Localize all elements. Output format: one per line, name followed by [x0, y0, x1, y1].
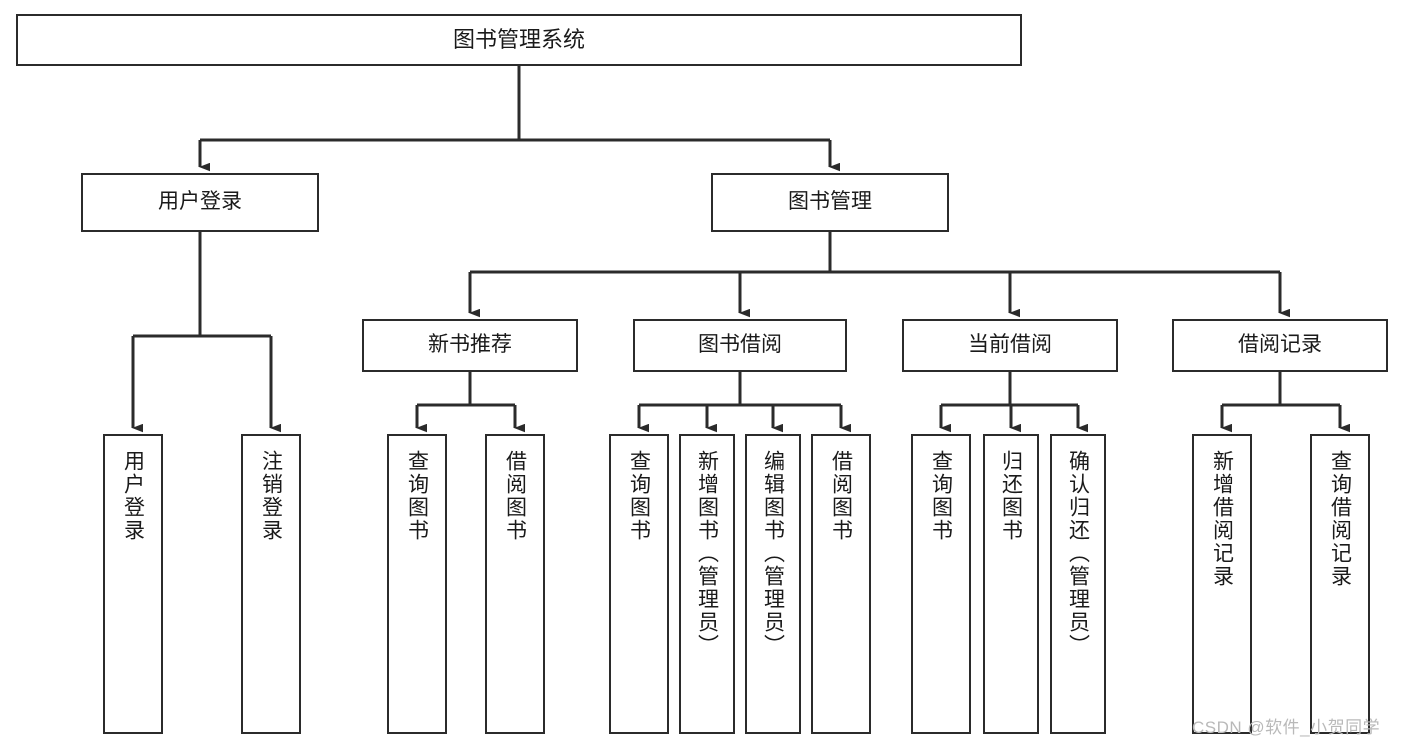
node-leaf-add-record[interactable]: 新增借阅记录 — [1192, 434, 1252, 734]
node-user-login[interactable]: 用户登录 — [81, 173, 319, 232]
node-borrow-record-label: 借阅记录 — [1238, 333, 1322, 357]
node-leaf-query-book-bb[interactable]: 查询图书 — [609, 434, 669, 734]
node-new-book-rec[interactable]: 新书推荐 — [362, 319, 578, 372]
node-root-label: 图书管理系统 — [452, 27, 585, 53]
node-user-login-label: 用户登录 — [158, 190, 242, 214]
node-leaf-add-record-label: 新增借阅记录 — [1210, 450, 1234, 588]
node-leaf-return-book-label: 归还图书 — [999, 450, 1023, 542]
node-leaf-query-book-rec-label: 查询图书 — [405, 450, 429, 542]
node-new-book-rec-label: 新书推荐 — [428, 333, 512, 357]
node-borrow-record[interactable]: 借阅记录 — [1172, 319, 1388, 372]
node-leaf-query-book-cb[interactable]: 查询图书 — [911, 434, 971, 734]
node-leaf-edit-book[interactable]: 编辑图书（管理员） — [745, 434, 801, 734]
node-leaf-logout-label: 注销登录 — [259, 450, 283, 542]
node-leaf-query-book-rec[interactable]: 查询图书 — [387, 434, 447, 734]
node-leaf-borrow-book-bb-label: 借阅图书 — [829, 450, 853, 542]
node-leaf-query-book-bb-label: 查询图书 — [627, 450, 651, 542]
node-book-borrow[interactable]: 图书借阅 — [633, 319, 847, 372]
node-leaf-query-book-cb-label: 查询图书 — [929, 450, 953, 542]
node-leaf-borrow-book-rec[interactable]: 借阅图书 — [485, 434, 545, 734]
node-leaf-borrow-book-rec-label: 借阅图书 — [503, 450, 527, 542]
watermark-credit: CSDN @软件_小贺同学 — [1192, 718, 1381, 737]
node-leaf-logout[interactable]: 注销登录 — [241, 434, 301, 734]
node-root[interactable]: 图书管理系统 — [16, 14, 1022, 66]
node-book-borrow-label: 图书借阅 — [698, 333, 782, 357]
node-book-manage-label: 图书管理 — [788, 190, 872, 214]
node-leaf-add-book-label: 新增图书（管理员） — [695, 450, 719, 657]
node-current-borrow-label: 当前借阅 — [968, 333, 1052, 357]
node-leaf-confirm-return-label: 确认归还（管理员） — [1066, 450, 1090, 657]
node-leaf-user-login[interactable]: 用户登录 — [103, 434, 163, 734]
node-leaf-confirm-return[interactable]: 确认归还（管理员） — [1050, 434, 1106, 734]
node-leaf-return-book[interactable]: 归还图书 — [983, 434, 1039, 734]
node-leaf-add-book[interactable]: 新增图书（管理员） — [679, 434, 735, 734]
node-leaf-edit-book-label: 编辑图书（管理员） — [761, 450, 785, 657]
node-current-borrow[interactable]: 当前借阅 — [902, 319, 1118, 372]
node-leaf-query-record-label: 查询借阅记录 — [1328, 450, 1352, 588]
node-book-manage[interactable]: 图书管理 — [711, 173, 949, 232]
node-leaf-user-login-label: 用户登录 — [121, 450, 145, 542]
node-leaf-query-record[interactable]: 查询借阅记录 — [1310, 434, 1370, 734]
node-leaf-borrow-book-bb[interactable]: 借阅图书 — [811, 434, 871, 734]
